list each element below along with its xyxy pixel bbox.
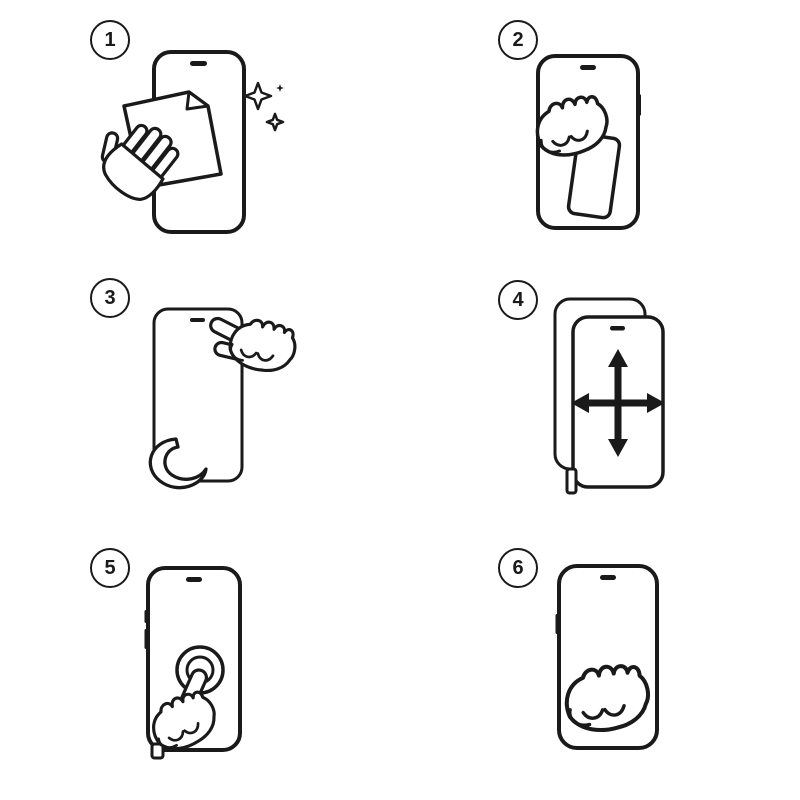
step-4-number-badge: 4 [498, 280, 538, 320]
speaker-slot [600, 575, 616, 580]
pull-tab [150, 742, 165, 760]
step-2-number-badge: 2 [498, 20, 538, 60]
wipe-screen-with-cloth-icon [100, 50, 285, 234]
speaker-slot [190, 61, 207, 66]
side-button [144, 610, 148, 623]
step-1-number-badge: 1 [90, 20, 130, 60]
side-button [637, 94, 641, 116]
wiping-hand [100, 123, 180, 202]
sparkles-icon [243, 81, 285, 132]
pull-tab [565, 467, 578, 495]
speaker-slot [190, 318, 205, 322]
step-3-number-badge: 3 [90, 278, 130, 318]
smooth-screen-with-hand-icon [555, 564, 659, 750]
press-center-of-screen-icon [142, 566, 242, 760]
peel-film-from-screen-icon [528, 54, 641, 230]
side-button [144, 629, 148, 649]
step-6-number-badge: 6 [498, 548, 538, 588]
holding-hook [148, 437, 208, 490]
speaker-slot [610, 326, 625, 331]
alignment-arrows [571, 349, 665, 457]
side-button [555, 614, 559, 634]
speaker-slot [580, 65, 596, 70]
align-protector-arrows-icon [553, 297, 665, 495]
step-5-number-badge: 5 [90, 548, 130, 588]
speaker-slot [186, 577, 202, 582]
position-protector-top-edge-icon [148, 307, 301, 490]
